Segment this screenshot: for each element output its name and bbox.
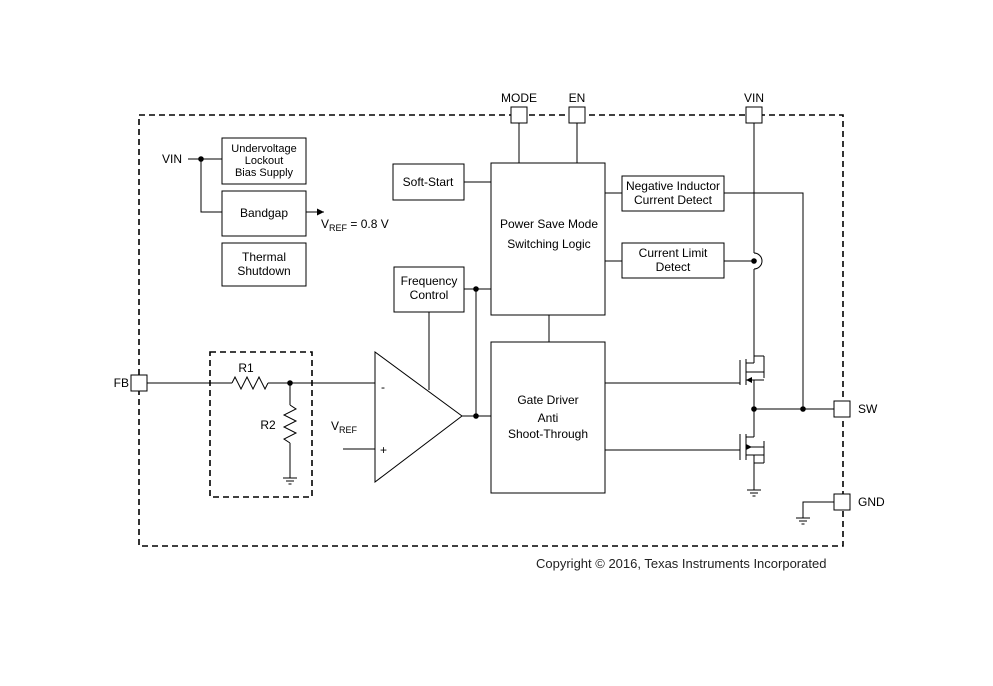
wire-crossover: [753, 252, 763, 270]
thermal-line1: Thermal: [242, 250, 286, 264]
high-side-mosfet: [739, 355, 765, 409]
pin-mode-label: MODE: [501, 91, 537, 105]
resistor-r1: [231, 375, 269, 391]
power-save-line1: Power Save Mode: [500, 217, 598, 231]
bandgap-block: [221, 190, 307, 237]
vref-output-label: VREF = 0.8 V: [321, 217, 389, 233]
pin-sw-label: SW: [858, 402, 878, 416]
current-limit-line1: Current Limit: [639, 246, 708, 260]
low-side-mosfet: [739, 409, 765, 490]
pin-mode: MODE: [501, 91, 537, 124]
resistor-r2: [282, 404, 298, 444]
comparator-vref-label: VREF: [331, 419, 358, 435]
thermal-line2: Shutdown: [237, 264, 290, 278]
uvlo-line2: Lockout: [245, 155, 284, 167]
uvlo-block: [221, 137, 307, 185]
copyright-notice: Copyright © 2016, Texas Instruments Inco…: [536, 556, 827, 571]
pin-gnd-label: GND: [858, 495, 885, 509]
uvlo-line3: Bias Supply: [235, 167, 294, 179]
frequency-line2: Control: [410, 288, 449, 302]
soft-start-block: [392, 163, 465, 201]
feedback-divider-boundary: [209, 351, 313, 498]
power-save-line2: Switching Logic: [507, 237, 590, 251]
pin-gnd: GND: [833, 493, 885, 511]
r1-label: R1: [238, 361, 254, 375]
thermal-shutdown-block: [221, 242, 307, 287]
uvlo-line1: Undervoltage: [231, 143, 296, 155]
r2-label: R2: [260, 418, 276, 432]
pin-sw: SW: [833, 400, 878, 418]
pin-fb: FB: [114, 374, 148, 392]
pin-vin-label: VIN: [744, 91, 764, 105]
gnd-pin-ground-symbol: [796, 517, 810, 525]
gate-driver-block: [490, 341, 606, 494]
frequency-line1: Frequency: [401, 274, 458, 288]
ic-boundary: [138, 114, 844, 547]
comparator-plus: +: [380, 443, 387, 457]
error-comparator: [374, 351, 463, 484]
comparator-minus: -: [381, 380, 385, 394]
gate-driver-line3: Shoot-Through: [508, 427, 588, 441]
pin-vin: VIN: [744, 91, 764, 124]
power-save-logic-block: [490, 162, 606, 316]
pin-en: EN: [568, 91, 586, 124]
vin-input-label: VIN: [162, 152, 182, 166]
soft-start-label: Soft-Start: [403, 175, 454, 189]
current-limit-line2: Detect: [656, 260, 691, 274]
pin-en-label: EN: [569, 91, 586, 105]
vref-arrow: [317, 208, 324, 216]
power-ground-symbol: [747, 489, 761, 497]
bandgap-label: Bandgap: [240, 206, 288, 220]
gate-driver-line2: Anti: [538, 411, 559, 425]
neg-inductor-line1: Negative Inductor: [626, 179, 720, 193]
pin-fb-label: FB: [114, 376, 129, 390]
gate-driver-line1: Gate Driver: [517, 393, 578, 407]
ground-symbol: [283, 477, 297, 485]
neg-inductor-line2: Current Detect: [634, 193, 713, 207]
